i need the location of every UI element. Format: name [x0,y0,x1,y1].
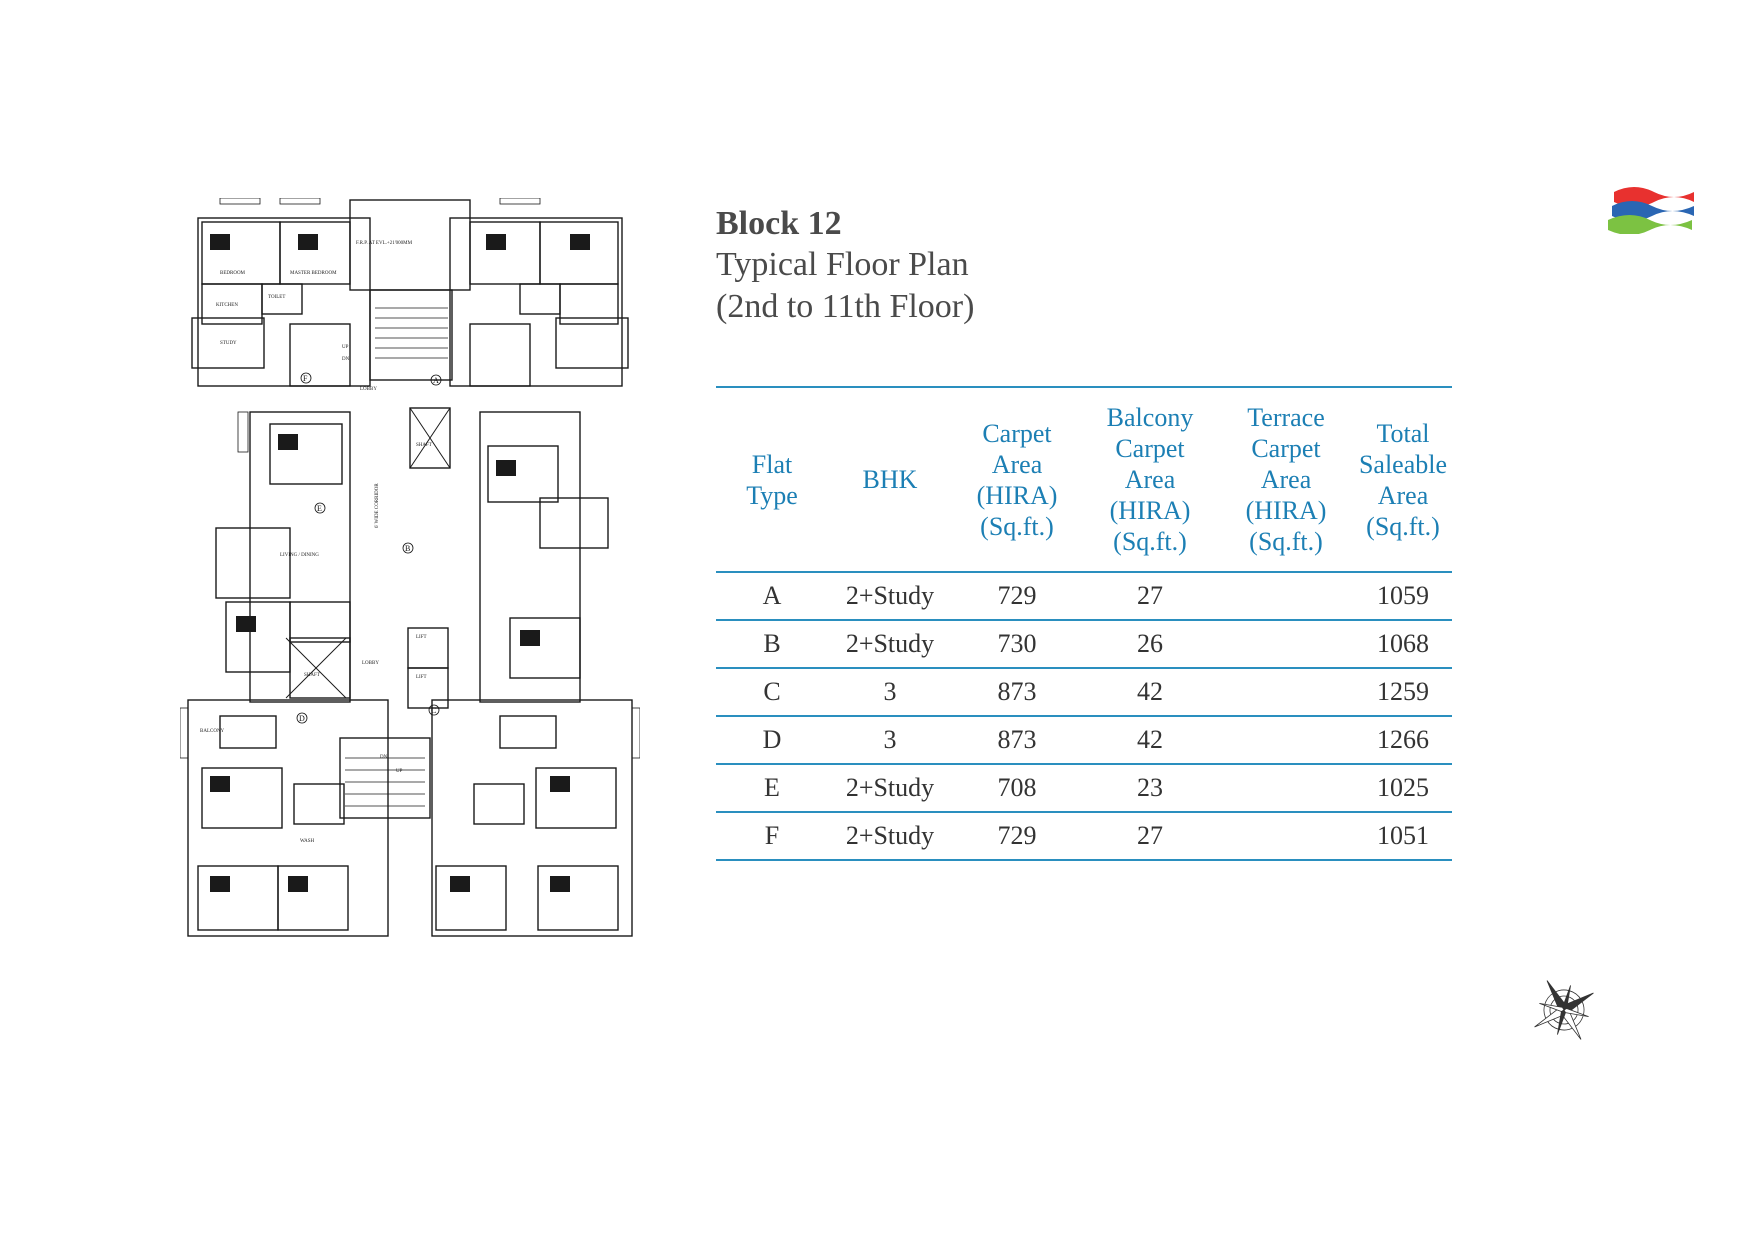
floor-plan-drawing: LOBBY LOBBY F.R.P. AT EVL.+21'000MM LIFT… [180,198,640,937]
cell-carpet: 729 [952,572,1082,621]
lobby-label-mid: LOBBY [362,661,379,666]
frp-label: F.R.P. AT EVL.+21'000MM [356,241,413,246]
cell-bhk: 2+Study [828,572,952,621]
header-bhk: BHK [828,387,952,573]
cell-balcony: 23 [1082,764,1218,813]
cell-bhk: 3 [828,668,952,717]
stair-dn-label: DN [342,357,350,362]
cell-terrace [1218,572,1354,621]
cell-flat-type: B [716,620,828,669]
cell-balcony: 26 [1082,620,1218,669]
shaft-label: SHAFT [416,443,432,448]
cell-carpet: 708 [952,764,1082,813]
cell-flat-type: A [716,572,828,621]
room-label-balcony: BALCONY [200,729,225,734]
cell-terrace [1218,764,1354,813]
lobby-label: LOBBY [360,387,377,392]
cell-bhk: 2+Study [828,812,952,861]
unit-marker-d: D [299,714,305,723]
cell-flat-type: E [716,764,828,813]
unit-marker-c: C [431,706,436,715]
cell-flat-type: F [716,812,828,861]
table-row: D 3 873 42 1266 [716,716,1452,765]
stair-dn-label-2: DN [380,755,388,760]
wave-logo-icon [1608,187,1694,234]
title-block: Block 12 Typical Floor Plan (2nd to 11th… [716,204,974,328]
room-label-kitchen: KITCHEN [216,303,238,308]
table-row: F 2+Study 729 27 1051 [716,812,1452,861]
cell-balcony: 27 [1082,812,1218,861]
table-row: E 2+Study 708 23 1025 [716,764,1452,813]
room-label-toilet: TOILET [268,295,285,300]
cell-balcony: 42 [1082,668,1218,717]
plan-title: Typical Floor Plan [716,246,969,283]
cell-flat-type: C [716,668,828,717]
table-row: C 3 873 42 1259 [716,668,1452,717]
unit-marker-e: E [317,504,322,513]
cell-carpet: 729 [952,812,1082,861]
block-title: Block 12 [716,205,842,242]
compass-rose-icon [1534,980,1594,1040]
room-label-study: STUDY [220,341,237,346]
cell-carpet: 730 [952,620,1082,669]
cell-balcony: 42 [1082,716,1218,765]
cell-total: 1266 [1354,716,1452,765]
cell-total: 1259 [1354,668,1452,717]
unit-marker-f: F [303,374,308,383]
corridor-label: 6' WIDE CORRIDOR [375,483,380,528]
cell-balcony: 27 [1082,572,1218,621]
cell-carpet: 873 [952,716,1082,765]
lift-label: LIFT [416,635,427,640]
unit-marker-b: B [405,544,410,553]
cell-bhk: 2+Study [828,620,952,669]
floor-range: (2nd to 11th Floor) [716,288,975,325]
cell-bhk: 3 [828,716,952,765]
room-label-wash: WASH [300,839,315,844]
cell-total: 1059 [1354,572,1452,621]
shaft-label-2: SHAFT [304,673,320,678]
room-label-living: LIVING / DINING [280,553,319,558]
cell-total: 1051 [1354,812,1452,861]
room-label-master-bedroom: MASTER BEDROOM [290,271,337,276]
cell-flat-type: D [716,716,828,765]
cell-terrace [1218,620,1354,669]
stair-up-label-2: UP [396,769,403,774]
cell-total: 1068 [1354,620,1452,669]
cell-terrace [1218,812,1354,861]
stair-up-label: UP [342,345,349,350]
cell-terrace [1218,668,1354,717]
cell-total: 1025 [1354,764,1452,813]
table-row: B 2+Study 730 26 1068 [716,620,1452,669]
cell-bhk: 2+Study [828,764,952,813]
cell-carpet: 873 [952,668,1082,717]
table-row: A 2+Study 729 27 1059 [716,572,1452,621]
lift-label-2: LIFT [416,675,427,680]
room-label-bedroom: BEDROOM [220,271,246,276]
unit-marker-a: A [433,376,439,385]
cell-terrace [1218,716,1354,765]
